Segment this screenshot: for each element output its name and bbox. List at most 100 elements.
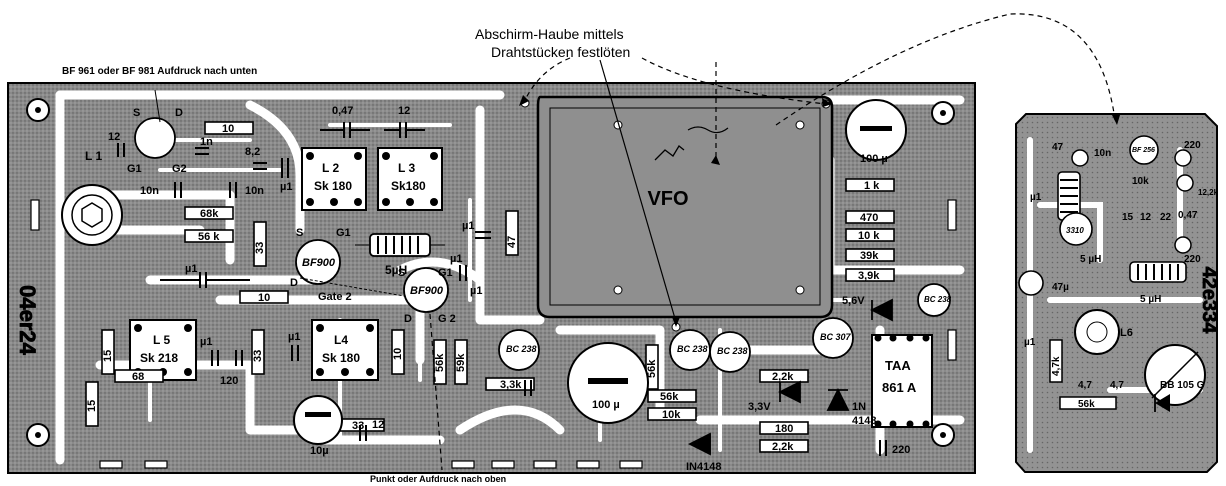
- res-47-label: 47: [506, 236, 518, 248]
- cap-10n-label: 10n: [1094, 148, 1111, 159]
- res-10k-label: 10k: [1132, 176, 1149, 187]
- res-180-label: 180: [775, 423, 793, 435]
- res-2-2k-label: 2,2k: [772, 371, 794, 383]
- res-68-label: 68: [132, 371, 144, 383]
- pin-g2-label: G2: [172, 163, 187, 175]
- cap-220-label: 220: [1184, 254, 1201, 265]
- res-10-label: 10: [258, 292, 270, 304]
- res-10-label: 10: [392, 348, 404, 360]
- choke-5uh-label: 5 µH: [1080, 254, 1101, 265]
- cap-100u-label: 100 µ: [592, 399, 620, 411]
- cap-u1-label: µ1: [288, 331, 300, 343]
- cap-u1-label: µ1: [450, 253, 462, 265]
- diode-bb105-label: BB 105 G: [1160, 380, 1205, 391]
- bf900-a-label: BF900: [302, 257, 336, 269]
- cap-12-label: 12: [398, 105, 410, 117]
- cap-0-47-label: 0,47: [332, 105, 353, 117]
- transistor-bf900-a: [295, 239, 341, 285]
- cap-47u-label: 47µ: [1052, 282, 1069, 293]
- pin-s-label: S: [398, 267, 405, 279]
- cap-10n-label: 10n: [245, 185, 264, 197]
- transistor-bf900-b: [403, 267, 449, 313]
- cap-12-label: 12: [372, 419, 384, 431]
- choke-5uh-label: 5µH: [385, 263, 407, 277]
- pin-s-label: S: [296, 227, 303, 239]
- diodes: [687, 298, 893, 456]
- cap-10n-label: 10n: [140, 185, 159, 197]
- res-56k-label: 56 k: [198, 231, 220, 243]
- zener-5-6v-label: 5,6V: [842, 295, 865, 307]
- coil-l3: [377, 147, 443, 211]
- res-12-2k-label: 12,2k: [1198, 188, 1219, 197]
- gate2-label: Gate 2: [318, 291, 352, 303]
- cap-220-label: 220: [1184, 140, 1201, 151]
- coil-l5-type: Sk 218: [140, 351, 178, 365]
- transistor-label: BF 256: [1132, 147, 1155, 154]
- cap-u1-label: µ1: [462, 220, 474, 232]
- bc238-label: BC 238: [506, 344, 537, 354]
- bc238-label: BC 238: [924, 295, 952, 304]
- res-39k-label: 39k: [860, 250, 879, 262]
- ic-taa-num: 861 A: [882, 380, 917, 395]
- choke-5uh: [355, 233, 445, 257]
- diode-1n-label: 1N: [852, 401, 866, 413]
- cap-u1-label: µ1: [1030, 192, 1042, 203]
- res-3-9k-label: 3,9k: [858, 270, 880, 282]
- zener-3-3v-label: 3,3V: [748, 401, 771, 413]
- arrowheads: [519, 95, 1120, 327]
- diode-in4148-label: IN4148: [686, 461, 721, 473]
- cap-15-label: 15: [1122, 212, 1134, 223]
- res-33-label: 33: [254, 242, 266, 254]
- coil-l1: [61, 184, 123, 246]
- main-board: VFO 04er24 L 1 S D G1 G2 L 2 Sk 180: [7, 82, 976, 474]
- cap-4-7-label: 4,7: [1078, 380, 1092, 391]
- cap-10u-label: 10µ: [310, 445, 329, 457]
- res-33-label: 33: [352, 420, 364, 432]
- transistor-label: 3310: [1066, 226, 1084, 235]
- leader-lines: [429, 13, 1116, 471]
- fet-bf961: [134, 89, 176, 159]
- choke-5uh-label: 5 µH: [1140, 294, 1161, 305]
- cap-22-label: 22: [1160, 212, 1172, 223]
- coil-l4-label: L4: [334, 333, 348, 347]
- cap-120-label: 120: [220, 375, 238, 387]
- main-board-id: 04er24: [15, 285, 40, 356]
- annotation-fet-note: BF 961 oder BF 981 Aufdruck nach unten: [62, 66, 258, 77]
- cap-u1-label: µ1: [470, 285, 482, 297]
- coil-l2-label: L 2: [322, 161, 339, 175]
- res-10-label: 10: [222, 123, 234, 135]
- cap-0-47-label: 0,47: [1178, 210, 1198, 221]
- coil-l4-type: Sk 180: [322, 351, 360, 365]
- res-56k-label: 56k: [434, 353, 446, 372]
- cap-220-label: 220: [892, 444, 910, 456]
- res-10k-label: 10 k: [858, 230, 880, 242]
- cap-u1-label: µ1: [1024, 337, 1036, 348]
- ic-taa861: [871, 334, 933, 428]
- res-2-2k-label: 2,2k: [772, 441, 794, 453]
- small-board: 47 10n BF 256 220 10k 12,2k 0,47 µ1 3310…: [1015, 113, 1220, 473]
- cap-1n-label: 1n: [200, 136, 213, 148]
- res-68k-label: 68k: [200, 208, 219, 220]
- res-4-7k-label: 4,7k: [1051, 356, 1062, 376]
- cap-4-7-label: 4,7: [1110, 380, 1124, 391]
- res-10k-label: 10k: [662, 409, 681, 421]
- coil-l3-type: Sk180: [391, 179, 426, 193]
- annotation-shield-line2: Drahtstücken festlöten: [491, 44, 631, 60]
- pin-g1-label: G1: [336, 227, 351, 239]
- cap-100u-label: 100 µ: [860, 153, 888, 165]
- diode-4148-label: 4148: [852, 415, 876, 427]
- res-56k-label: 56k: [660, 391, 679, 403]
- coil-l2: [301, 147, 367, 211]
- pin-s-label: S: [133, 107, 140, 119]
- capacitors: [117, 122, 887, 456]
- bc238-label: BC 238: [717, 346, 748, 356]
- bc307-label: BC 307: [820, 332, 852, 342]
- electrolytic-caps: [293, 99, 907, 445]
- vfo-shield: [520, 95, 834, 332]
- cap-u1-label: µ1: [280, 181, 292, 193]
- pin-d-label: D: [175, 107, 183, 119]
- pin-g1-label: G1: [438, 267, 453, 279]
- bf900-b-label: BF900: [410, 285, 444, 297]
- cap-47-label: 47: [1052, 142, 1064, 153]
- annotation-bottom-note: Punkt oder Aufdruck nach oben: [370, 474, 507, 484]
